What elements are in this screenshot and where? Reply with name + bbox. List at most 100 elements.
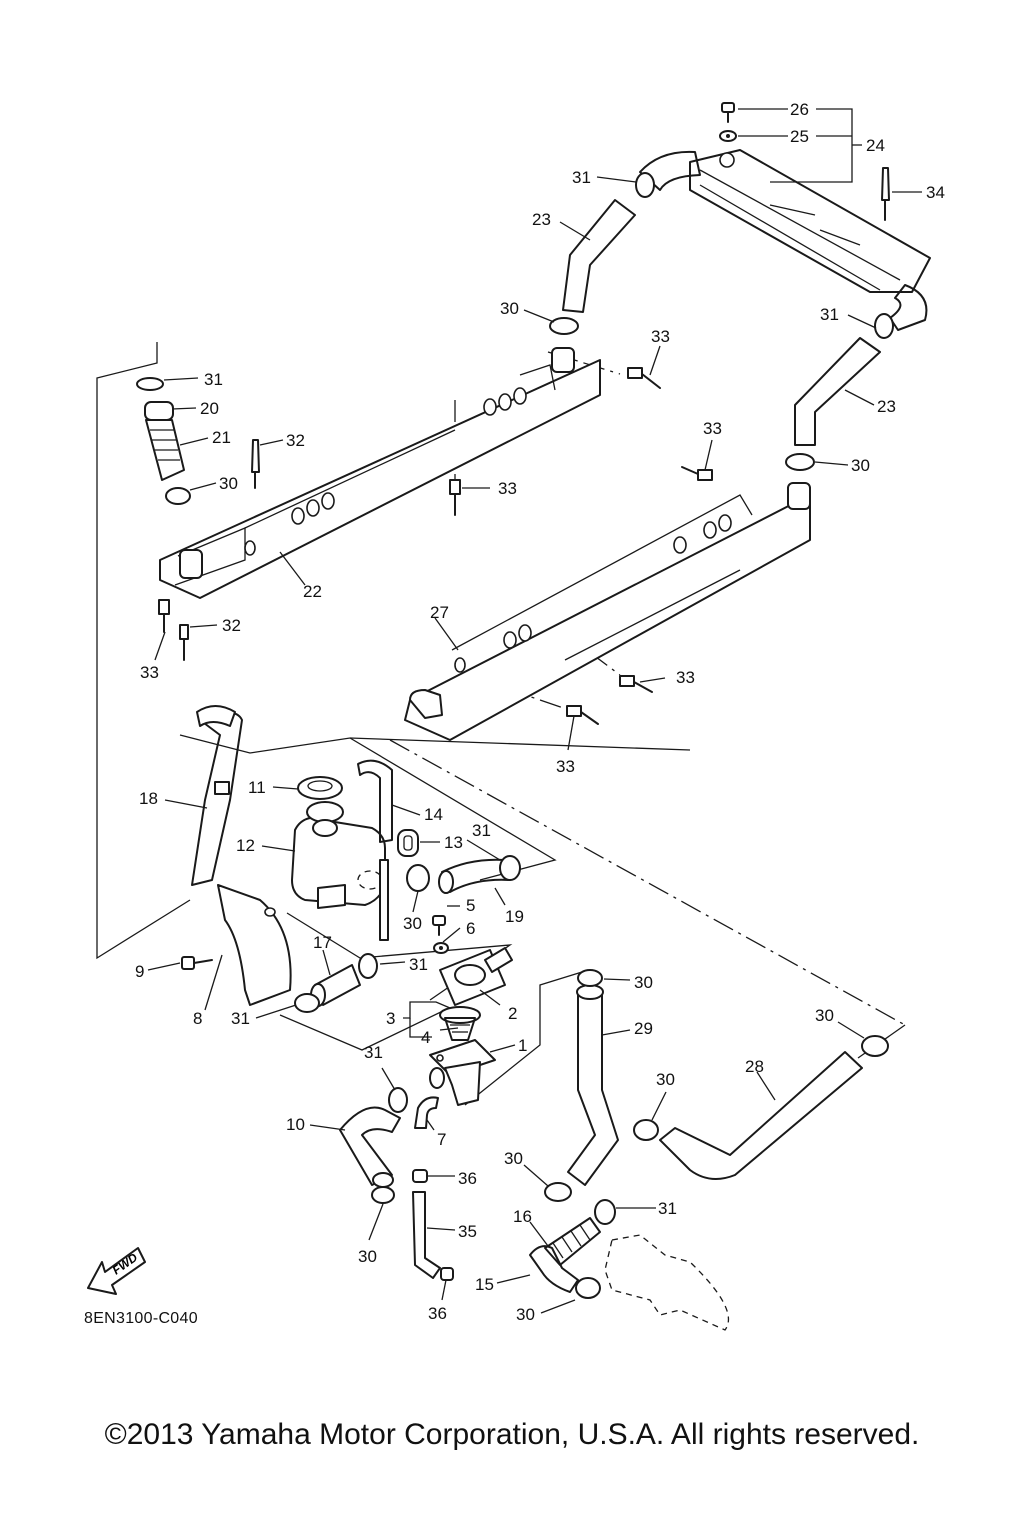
hose-23-upper-right — [794, 284, 928, 446]
callout-18: 18 — [139, 789, 158, 808]
callout-11: 11 — [248, 778, 266, 797]
hose-20 — [144, 401, 174, 421]
callout-33-mid-right: 33 — [703, 419, 722, 438]
hose-16 — [544, 1217, 601, 1266]
callout-36-upper: 36 — [458, 1169, 477, 1188]
engine-outlet-dashed — [604, 1234, 730, 1331]
callout-19: 19 — [505, 907, 524, 926]
callout-5: 5 — [466, 896, 475, 915]
hose-14 — [357, 759, 393, 843]
callout-30-b: 30 — [219, 474, 238, 493]
callout-23-upper: 23 — [532, 210, 551, 229]
callout-labels: 1 2 3 4 5 6 7 8 9 10 11 12 13 14 15 16 1… — [135, 100, 945, 1324]
reservoir-tank-12 — [291, 801, 389, 941]
bolt-5 — [432, 915, 446, 936]
callout-35: 35 — [458, 1222, 477, 1241]
hose-35 — [412, 1191, 441, 1279]
callout-30-e: 30 — [634, 973, 653, 992]
grommet-13 — [397, 829, 419, 857]
callout-30-a: 30 — [500, 299, 519, 318]
thermostat-cover-2 — [439, 947, 513, 1006]
leader-lines — [147, 108, 922, 1314]
rivet-33-mid-right — [681, 466, 713, 481]
callout-31-d: 31 — [472, 821, 491, 840]
callout-32-lower: 32 — [222, 616, 241, 635]
hose-21 — [145, 419, 185, 481]
callout-1: 1 — [518, 1036, 527, 1055]
thermostat-4 — [439, 1006, 481, 1041]
heat-exchanger-rail-27 — [404, 482, 811, 741]
bracket-8 — [217, 884, 292, 1006]
rivet-32-upper — [251, 439, 260, 489]
rivet-33-center — [449, 479, 461, 516]
callout-33-lower-right: 33 — [676, 668, 695, 687]
washer-6 — [433, 942, 449, 954]
callout-30-j: 30 — [516, 1305, 535, 1324]
callout-30-g: 30 — [656, 1070, 675, 1089]
callout-23-right: 23 — [877, 397, 896, 416]
rivet-32-lower — [179, 624, 189, 661]
thermostat-housing-1 — [429, 1039, 496, 1106]
hose-10 — [339, 1106, 401, 1188]
bolt-26 — [721, 102, 735, 123]
rivet-34 — [881, 167, 890, 221]
rivet-33-lower-right — [619, 675, 653, 693]
callout-8: 8 — [193, 1009, 202, 1028]
bolt-9 — [181, 956, 213, 970]
callout-29: 29 — [634, 1019, 653, 1038]
callout-10: 10 — [286, 1115, 305, 1134]
callout-30-h: 30 — [504, 1149, 523, 1168]
callout-21: 21 — [212, 428, 231, 447]
hose-clamps — [136, 172, 894, 1299]
callout-36-lower: 36 — [428, 1304, 447, 1323]
callout-4: 4 — [421, 1028, 430, 1047]
callout-13: 13 — [444, 833, 463, 852]
hose-15 — [529, 1245, 579, 1293]
callout-31-h: 31 — [658, 1199, 677, 1218]
callout-26: 26 — [790, 100, 809, 119]
diagram-reference-code: 8EN3100-C040 — [84, 1310, 198, 1327]
upper-radiator-cooler — [689, 149, 931, 293]
callout-28: 28 — [745, 1057, 764, 1076]
callout-2: 2 — [508, 1004, 517, 1023]
callout-20: 20 — [200, 399, 219, 418]
copyright-notice: ©2013 Yamaha Motor Corporation, U.S.A. A… — [104, 1418, 920, 1451]
callout-33-bottom: 33 — [556, 757, 575, 776]
callout-30-i: 30 — [358, 1247, 377, 1266]
rivet-33-left — [158, 599, 170, 633]
hose-7 — [414, 1096, 439, 1129]
callout-7: 7 — [437, 1130, 446, 1149]
callout-24: 24 — [866, 136, 885, 155]
callout-31-e: 31 — [409, 955, 428, 974]
hose-28 — [659, 1051, 863, 1180]
callout-15: 15 — [475, 1275, 494, 1294]
callout-31-g: 31 — [364, 1043, 383, 1062]
callout-16: 16 — [513, 1207, 532, 1226]
callout-30-f: 30 — [815, 1006, 834, 1025]
callout-30-d: 30 — [403, 914, 422, 933]
callout-14: 14 — [424, 805, 443, 824]
hose-17 — [310, 964, 361, 1007]
cap-11 — [297, 776, 343, 800]
callout-31-b: 31 — [820, 305, 839, 324]
hose-23-upper-left — [562, 150, 701, 313]
callout-33-center: 33 — [498, 479, 517, 498]
hose-18 — [191, 705, 243, 886]
callout-31-a: 31 — [572, 168, 591, 187]
heat-exchanger-rail-22 — [159, 347, 601, 599]
fwd-arrow: FWD — [87, 1247, 146, 1295]
callout-22: 22 — [303, 582, 322, 601]
connector-36-upper — [412, 1169, 428, 1183]
connector-36-lower — [440, 1267, 454, 1281]
callout-31-c: 31 — [204, 370, 223, 389]
callout-9: 9 — [135, 962, 144, 981]
callout-3: 3 — [386, 1009, 395, 1028]
reference-lines — [96, 342, 906, 1106]
callout-27: 27 — [430, 603, 449, 622]
callout-30-c: 30 — [851, 456, 870, 475]
callout-6: 6 — [466, 919, 475, 938]
callout-31-f: 31 — [231, 1009, 250, 1028]
callout-33-top-right: 33 — [651, 327, 670, 346]
callout-33-left: 33 — [140, 663, 159, 682]
